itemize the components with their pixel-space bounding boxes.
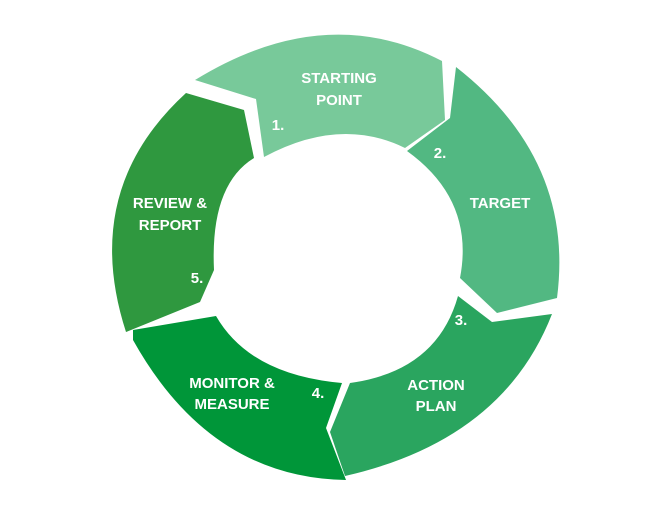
segment-1-label-line-1: STARTING: [301, 70, 377, 87]
segment-2-number: 2.: [434, 145, 447, 162]
segment-4-shape: [133, 316, 346, 480]
segment-5-label-line-2: REPORT: [139, 217, 202, 234]
segment-3-label-line-1: ACTION: [407, 377, 465, 394]
segment-2-shape: [407, 67, 560, 313]
segment-5-number: 5.: [191, 270, 204, 287]
segment-1-label-line-2: POINT: [316, 92, 362, 109]
segment-4-label-line-1: MONITOR &: [189, 375, 275, 392]
segment-5-label-line-1: REVIEW &: [133, 195, 207, 212]
segment-4-label-line-2: MEASURE: [194, 396, 269, 413]
segment-2-label-line-1: TARGET: [470, 195, 531, 212]
segment-3-shape: [330, 296, 552, 476]
segment-4-number: 4.: [312, 385, 325, 402]
segment-5-shape: [112, 93, 254, 332]
segment-3-number: 3.: [455, 312, 468, 329]
segment-1-number: 1.: [272, 117, 285, 134]
segment-1-shape: [195, 34, 445, 157]
segment-3-label-line-2: PLAN: [416, 398, 457, 415]
